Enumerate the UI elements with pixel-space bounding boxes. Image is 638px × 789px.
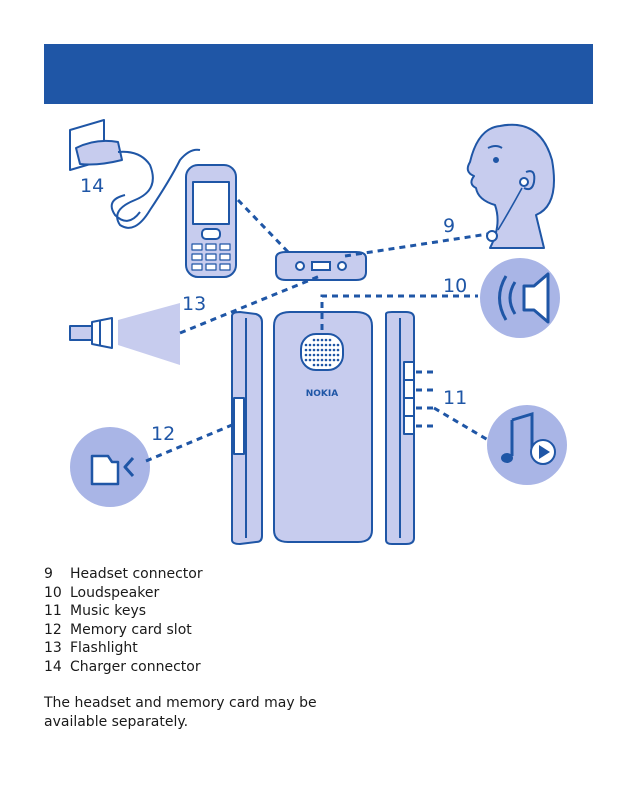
callout-14: 14 [80,175,104,197]
speaker-grille-dot [316,363,320,367]
speaker-grille-dot [332,358,336,362]
legend-number: 14 [44,658,62,675]
legend-label: Memory card slot [70,621,192,638]
speaker-grille-dot [316,343,320,347]
header-banner [44,44,593,104]
speaker-grille-dot [320,348,324,352]
speaker-grille-dot [332,343,336,347]
music-note-icon [487,405,567,485]
phone-top-edge [275,251,367,281]
legend-number: 11 [44,603,62,619]
person-headset-illustration [466,123,555,249]
speaker-grille-dot [320,358,324,362]
memory-card-icon [70,427,150,507]
speaker-grille-dot [336,343,340,347]
speaker-grille-dot [324,363,328,367]
phone-back: NOKIA [273,311,373,543]
legend-item: 12 Memory card slot [44,621,203,640]
speaker-grille-dot [328,363,332,367]
callout-9: 9 [443,215,455,237]
callout-11: 11 [443,387,467,409]
legend-number: 13 [44,640,62,656]
speaker-grille-dot [320,338,324,342]
speaker-grille-dot [336,353,340,357]
speaker-grille-dot [304,353,308,357]
speaker-grille-dot [324,343,328,347]
speaker-grille-dot [312,353,316,357]
legend-label: Charger connector [70,658,201,675]
legend-item: 11 Music keys [44,602,203,621]
legend-item: 9 Headset connector [44,565,203,584]
speaker-grille-dot [336,358,340,362]
speaker-grille-dot [328,343,332,347]
legend-number: 12 [44,621,62,638]
availability-note: The headset and memory card may be avail… [44,695,317,730]
speaker-grille-dot [316,358,320,362]
speaker-grille-dot [332,348,336,352]
speaker-grille-dot [316,348,320,352]
legend-item: 14 Charger connector [44,658,203,677]
speaker-grille-dot [320,343,324,347]
callout-12: 12 [151,423,175,445]
speaker-grille-dot [316,338,320,342]
phone-right-side [385,311,415,545]
device-diagram: NOKIA 14 9 10 13 11 12 [69,119,567,545]
callout-leader-lines [145,198,489,463]
speaker-grille-dot [304,358,308,362]
phone-left-side [231,311,263,545]
speaker-grille-dot [312,358,316,362]
legend-list: 9 Headset connector 10 Loudspeaker 11 Music… [44,565,203,676]
speaker-grille-dot [328,348,332,352]
speaker-grille-dot [304,348,308,352]
speaker-grille-dot [312,343,316,347]
legend-item: 10 Loudspeaker [44,584,203,603]
callout-10: 10 [443,275,467,297]
speaker-grille-dot [328,353,332,357]
speaker-grille-dot [308,343,312,347]
speaker-grille-dot [320,353,324,357]
legend-item: 13 Flashlight [44,639,203,658]
charger-illustration [69,119,201,229]
speaker-grille-dot [324,338,328,342]
legend-label: Headset connector [70,566,203,582]
legend-number: 10 [44,584,62,601]
phone-front [185,164,237,278]
callout-13: 13 [182,293,206,315]
loudspeaker-icon [480,258,560,338]
speaker-grille-dot [324,358,328,362]
speaker-grille-dot [312,363,316,367]
speaker-grille-dot [336,348,340,352]
speaker-grille-dot [308,358,312,362]
legend-label: Loudspeaker [70,584,160,601]
speaker-grille-dot [308,348,312,352]
flashlight-illustration [69,303,180,365]
legend-label: Music keys [70,603,147,619]
speaker-grille-dot [316,353,320,357]
speaker-grille-dot [328,338,332,342]
speaker-grille-dot [328,358,332,362]
speaker-grille-dot [312,348,316,352]
speaker-grille-dot [304,343,308,347]
speaker-grille-dot [324,353,328,357]
phone-brand-label: NOKIA [306,389,339,399]
legend-label: Flashlight [70,640,138,656]
speaker-grille-dot [324,348,328,352]
legend-number: 9 [44,566,53,582]
speaker-grille-dot [332,353,336,357]
speaker-grille-dot [320,363,324,367]
speaker-grille-dot [308,353,312,357]
speaker-grille-dot [312,338,316,342]
